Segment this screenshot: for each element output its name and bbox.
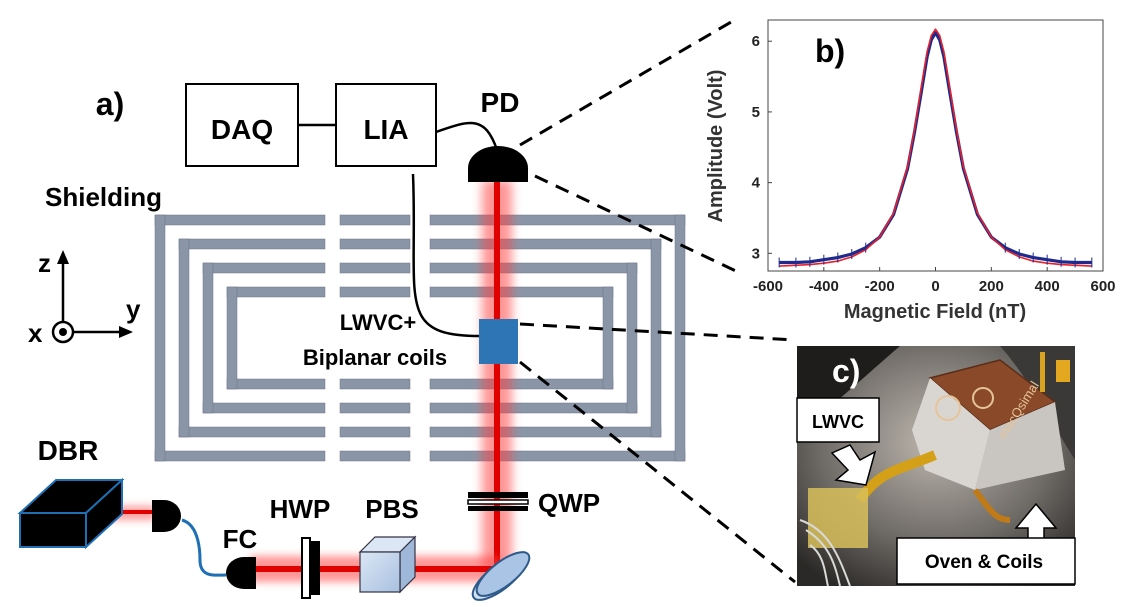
x-tick-label: 0	[931, 278, 939, 295]
shield-layer-segment	[339, 378, 411, 390]
pbs-label: PBS	[365, 494, 418, 524]
chart-ylabel: Amplitude (Volt)	[705, 70, 727, 223]
shielding-label: Shielding	[45, 182, 162, 212]
shield-layer-segment	[226, 286, 238, 390]
lia-label: LIA	[363, 114, 408, 145]
x-tick-label: -400	[809, 278, 839, 295]
shield-layer-segment	[339, 214, 411, 226]
shield-layer-segment	[226, 286, 326, 298]
chart-plot-area	[767, 19, 1104, 272]
shield-layer-segment	[429, 214, 686, 226]
x-tick-label: -200	[865, 278, 895, 295]
lia-cell-cable	[411, 173, 481, 338]
optical-fiber	[181, 518, 227, 577]
panel-a-label: a)	[96, 86, 124, 122]
resonance-chart: -600 -400 -200 0 200 400 600 3 4 5 6	[752, 19, 1116, 295]
y-tick-label: 4	[752, 175, 761, 192]
x-tick-label: 600	[1090, 278, 1115, 295]
fit-series-line	[779, 28, 1092, 267]
cell-label-line1: LWVC+	[340, 310, 416, 335]
shield-layer-segment	[339, 262, 411, 274]
shield-layer-segment	[626, 262, 638, 414]
shield-layer-segment	[650, 238, 662, 438]
shield-layer-segment	[178, 238, 326, 250]
daq-box: DAQ	[185, 83, 299, 167]
daq-label: DAQ	[211, 114, 273, 145]
shield-layer-segment	[178, 238, 190, 438]
data-series-line	[779, 31, 1092, 265]
oven-coils-callout-box	[896, 537, 1076, 585]
fiber-coupler-output	[226, 557, 256, 589]
shield-layer-segment	[226, 378, 326, 390]
photodiode	[468, 146, 528, 182]
pd-label: PD	[481, 87, 520, 118]
fc-label: FC	[223, 524, 258, 554]
mirror	[471, 551, 531, 601]
quarter-wave-plate	[467, 492, 529, 511]
shield-layer-segment	[178, 426, 326, 438]
shield-layer-segment	[154, 214, 326, 226]
panel-c-label: c)	[832, 353, 860, 389]
shield-layer-segment	[154, 214, 166, 462]
axis-z-label: z	[38, 248, 51, 278]
shield-layer-segment	[429, 286, 614, 298]
shield-layer-segment	[429, 402, 638, 414]
lia-box: LIA	[335, 83, 437, 167]
x-tick-label: 400	[1035, 278, 1060, 295]
lwvc-callout-label: LWVC	[812, 412, 864, 432]
y-tick-label: 3	[752, 245, 760, 262]
dbr-label: DBR	[38, 435, 99, 466]
shield-layer-segment	[202, 402, 326, 414]
y-tick-label: 6	[752, 33, 760, 50]
polarizing-beam-splitter	[358, 535, 417, 594]
shield-layer-segment	[429, 426, 662, 438]
axis-x-label: x	[28, 318, 43, 348]
shield-layer-segment	[202, 262, 214, 414]
shield-layer-segment	[339, 402, 411, 414]
x-tick-label: -600	[753, 278, 783, 295]
shield-layer-segment	[339, 450, 411, 462]
shield-layer-segment	[602, 286, 614, 390]
oven-coils-label: Oven & Coils	[925, 552, 1043, 573]
shield-layer-segment	[339, 426, 411, 438]
axis-y-label: y	[126, 294, 141, 324]
shield-layer-segment	[429, 238, 662, 250]
shield-layer-segment	[339, 238, 411, 250]
coordinate-axes: z y x	[28, 248, 141, 348]
y-tick-label: 5	[752, 104, 760, 121]
panel-b-label: b)	[815, 33, 845, 69]
shield-layer-segment	[202, 262, 326, 274]
shield-layer-segment	[339, 286, 411, 298]
shield-layer-segment	[429, 378, 614, 390]
shield-layer-segment	[429, 450, 686, 462]
lia-pd-cable	[435, 121, 499, 151]
cell-label-line2: Biplanar coils	[303, 345, 447, 370]
magnetic-shielding	[154, 214, 686, 462]
x-tick-label: 200	[979, 278, 1004, 295]
callout-lines	[519, 16, 796, 584]
vapor-cell	[479, 319, 518, 364]
half-wave-plate	[301, 537, 320, 599]
qwp-label: QWP	[538, 488, 600, 518]
fiber-coupler-input	[152, 500, 181, 532]
lwvc-callout-box	[796, 397, 880, 443]
hwp-label: HWP	[270, 494, 331, 524]
chart-xlabel: Magnetic Field (nT)	[844, 301, 1026, 323]
dbr-laser	[17, 477, 125, 550]
shield-layer-segment	[429, 262, 638, 274]
shield-layer-segment	[154, 450, 326, 462]
shield-layer-segment	[674, 214, 686, 462]
